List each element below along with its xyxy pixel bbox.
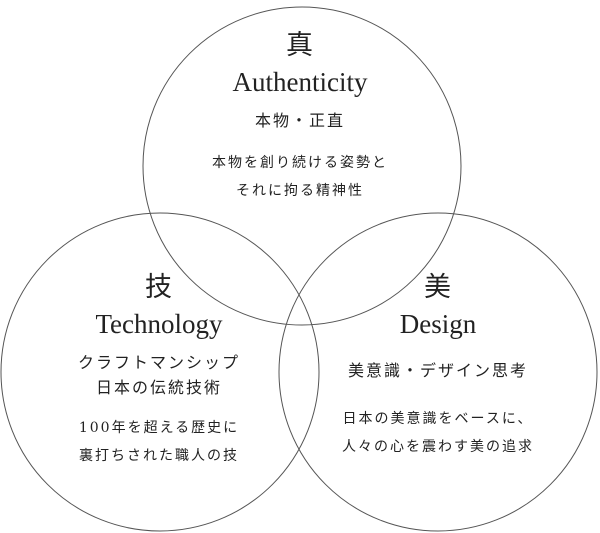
technology-description-line: 裏打ちされた職人の技 bbox=[79, 448, 239, 464]
design-subtitle: 美意識・デザイン思考 bbox=[308, 358, 568, 383]
authenticity-description: 本物を創り続ける姿勢と それに拘る精神性 bbox=[170, 149, 430, 205]
authenticity-kanji: 真 bbox=[286, 30, 314, 61]
design-description-line: 人々の心を震わす美の追求 bbox=[342, 439, 534, 455]
design-subtitle-line: 美意識・デザイン思考 bbox=[347, 361, 528, 380]
technology-description: 100年を超える歴史に 裏打ちされた職人の技 bbox=[29, 414, 289, 470]
authenticity-description-line: 本物を創り続ける姿勢と bbox=[212, 155, 388, 171]
technology-kanji: 技 bbox=[145, 272, 173, 303]
circle-authenticity bbox=[142, 6, 462, 326]
technology-subtitle-line: 日本の伝統技術 bbox=[95, 378, 222, 397]
authenticity-group: 真 Authenticity 本物・正直 本物を創り続ける姿勢と それに拘る精神… bbox=[170, 30, 430, 205]
authenticity-title: Authenticity bbox=[232, 67, 368, 97]
design-title: Design bbox=[399, 309, 477, 339]
circle-design bbox=[278, 212, 598, 532]
authenticity-subtitle: 本物・正直 bbox=[170, 108, 430, 133]
design-group: 美 Design 美意識・デザイン思考 日本の美意識をベースに、 人々の心を震わ… bbox=[308, 272, 568, 461]
technology-title: Technology bbox=[95, 309, 223, 339]
authenticity-subtitle-line: 本物・正直 bbox=[254, 111, 345, 130]
design-description-line: 日本の美意識をベースに、 bbox=[342, 411, 534, 427]
authenticity-description-line: それに拘る精神性 bbox=[236, 183, 364, 199]
design-description: 日本の美意識をベースに、 人々の心を震わす美の追求 bbox=[308, 405, 568, 461]
design-kanji: 美 bbox=[424, 272, 452, 303]
technology-subtitle-line: クラフトマンシップ bbox=[77, 353, 240, 372]
technology-description-line: 100年を超える歴史に bbox=[78, 420, 240, 436]
technology-group: 技 Technology クラフトマンシップ 日本の伝統技術 100年を超える歴… bbox=[29, 272, 289, 470]
technology-subtitle: クラフトマンシップ 日本の伝統技術 bbox=[29, 350, 289, 400]
circle-technology bbox=[0, 212, 320, 532]
